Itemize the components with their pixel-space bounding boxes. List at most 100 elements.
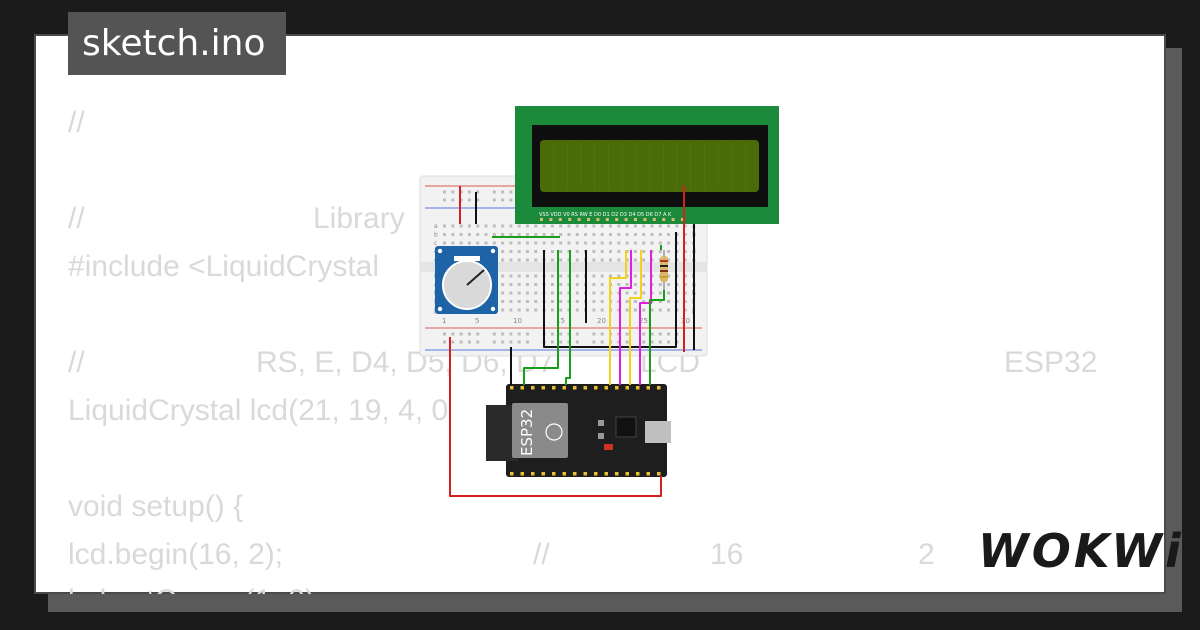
bb-col-30: 30: [681, 317, 690, 325]
lcd-pin: [615, 218, 619, 221]
breadboard-hole: [592, 300, 596, 303]
breadboard-hole: [559, 250, 563, 253]
breadboard-hole: [625, 258, 629, 262]
breadboard-hole: [467, 241, 471, 245]
breadboard-hole: [683, 300, 687, 303]
breadboard-hole: [600, 308, 604, 312]
breadboard-hole: [476, 233, 480, 236]
breadboard-hole: [526, 250, 529, 253]
wires: [449, 186, 695, 497]
breadboard-hole: [633, 291, 637, 295]
breadboard-rail-hole: [443, 198, 446, 202]
esp32-pin: [520, 472, 524, 476]
breadboard-hole: [633, 241, 637, 245]
bb-col-25: 25: [639, 317, 648, 325]
breadboard-hole: [467, 233, 471, 236]
breadboard-rail-hole: [575, 332, 579, 336]
breadboard-rail-hole: [650, 340, 654, 344]
breadboard-hole: [658, 241, 662, 245]
esp32-pin: [562, 386, 566, 390]
breadboard-hole: [600, 300, 604, 303]
sketch-title-tab[interactable]: sketch.ino: [68, 12, 286, 75]
esp32-pin: [573, 386, 577, 390]
potentiometer[interactable]: [435, 246, 498, 314]
breadboard-hole: [683, 250, 687, 253]
code-line-4-comment: //: [68, 346, 85, 379]
bb-col-20: 20: [597, 317, 606, 325]
breadboard-rail-hole: [492, 332, 496, 336]
breadboard-hole: [617, 224, 621, 228]
breadboard-row-letter: j: [691, 307, 694, 314]
breadboard-hole: [526, 291, 529, 295]
lcd-pin: [540, 218, 543, 221]
breadboard-hole: [633, 224, 637, 228]
breadboard-hole: [517, 308, 521, 312]
breadboard-rail-hole: [492, 190, 496, 194]
breadboard-rail-hole: [492, 340, 496, 344]
breadboard-hole: [609, 241, 612, 245]
lcd-pin: [549, 218, 553, 221]
breadboard-hole: [501, 258, 505, 262]
breadboard-hole: [534, 300, 538, 303]
breadboard-hole: [559, 300, 563, 303]
breadboard-hole: [534, 258, 538, 262]
lcd-pin: [605, 218, 609, 221]
breadboard-hole: [567, 241, 571, 245]
breadboard-hole: [492, 233, 496, 236]
breadboard-hole: [559, 258, 563, 262]
breadboard-hole: [517, 224, 521, 228]
breadboard-hole: [509, 283, 513, 286]
breadboard-rail-hole: [526, 332, 529, 336]
breadboard-hole: [667, 241, 671, 245]
breadboard-rail-hole: [467, 340, 471, 344]
breadboard-rail-hole: [592, 340, 596, 344]
breadboard-rail-hole: [550, 332, 554, 336]
breadboard-hole: [484, 241, 488, 245]
breadboard-rail-hole: [625, 340, 629, 344]
breadboard-hole: [575, 258, 579, 262]
breadboard-rail-hole: [509, 190, 513, 194]
breadboard-rail-hole: [492, 198, 496, 202]
breadboard-hole: [559, 308, 563, 312]
esp32-pin: [604, 472, 608, 476]
breadboard-hole: [683, 241, 687, 245]
breadboard-hole: [509, 241, 513, 245]
breadboard-hole: [492, 224, 496, 228]
breadboard-hole: [443, 241, 446, 245]
breadboard-hole: [683, 258, 687, 262]
code-line-7-call: lcd.begin(16, 2);: [68, 538, 284, 571]
breadboard-hole: [501, 291, 505, 295]
breadboard-hole: [617, 233, 621, 236]
breadboard-rail-hole: [658, 340, 662, 344]
breadboard-hole: [567, 233, 571, 236]
breadboard-rail-hole: [451, 340, 455, 344]
breadboard-hole: [550, 241, 554, 245]
breadboard-rail-hole: [451, 332, 455, 336]
breadboard-row-letter: c: [434, 240, 437, 247]
breadboard-hole: [550, 258, 554, 262]
breadboard-hole: [642, 291, 646, 295]
breadboard-hole: [650, 233, 654, 236]
breadboard-hole: [642, 224, 646, 228]
breadboard-hole: [683, 233, 687, 236]
code-line-7-comment: //: [533, 538, 550, 571]
breadboard-rail-hole: [443, 190, 446, 194]
breadboard-hole: [534, 250, 538, 253]
lcd-display: VSS VDD V0 RS RW E D0 D1 D2 D3 D4 D5 D6 …: [515, 106, 779, 224]
breadboard-hole: [459, 233, 463, 236]
breadboard-hole: [600, 258, 604, 262]
breadboard-hole: [550, 291, 554, 295]
breadboard-hole: [509, 250, 513, 253]
breadboard-hole: [476, 224, 480, 228]
breadboard-hole: [550, 308, 554, 312]
esp32-pin: [552, 472, 556, 476]
breadboard-hole: [642, 241, 646, 245]
breadboard-rail-hole: [459, 332, 463, 336]
breadboard-hole: [526, 274, 529, 278]
esp32-pin: [562, 472, 566, 476]
breadboard-hole: [559, 274, 563, 278]
breadboard-hole: [609, 233, 612, 236]
breadboard-hole: [567, 224, 571, 228]
breadboard-hole: [592, 274, 596, 278]
breadboard-hole: [683, 308, 687, 312]
